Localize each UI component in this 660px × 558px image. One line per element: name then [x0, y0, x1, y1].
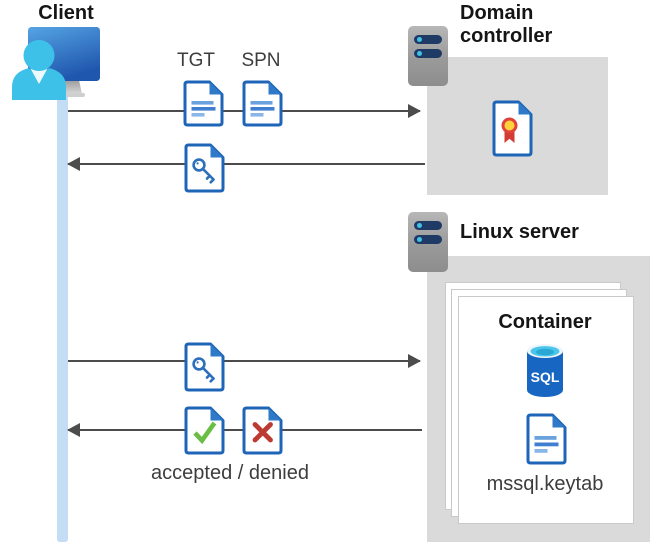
arrowhead-right-icon [408, 104, 421, 118]
container-label: Container [498, 311, 592, 333]
linux-server-icon [408, 212, 448, 272]
server-led-icon [417, 223, 422, 228]
check-document-icon [184, 406, 225, 455]
server-led-icon [417, 237, 422, 242]
tgt-ticket-document-icon [183, 80, 224, 127]
tgt-label: TGT [177, 50, 215, 71]
server-bay-icon [414, 235, 442, 244]
server-bay-icon [414, 49, 442, 58]
keytab-label: mssql.keytab [486, 473, 604, 495]
key-document-icon [184, 143, 225, 193]
arrowhead-left-icon [67, 157, 80, 171]
server-bay-icon [414, 35, 442, 44]
container-card-front [458, 296, 634, 524]
key-document-icon [184, 342, 225, 392]
client-lifeline [57, 86, 68, 542]
linux-server-label: Linux server [460, 221, 579, 243]
client-user-monitor-icon [12, 27, 100, 100]
spn-ticket-document-icon [242, 80, 283, 127]
arrow-dc-to-client [67, 157, 425, 171]
cross-document-icon [242, 406, 283, 455]
arrowhead-left-icon [67, 423, 80, 437]
domain-controller-label: Domain controller [460, 2, 553, 47]
keytab-document-icon [526, 413, 567, 465]
server-led-icon [417, 37, 422, 42]
sql-database-icon: SQL [527, 344, 563, 397]
sql-icon-label: SQL [531, 369, 560, 385]
accepted-denied-label: accepted / denied [151, 462, 309, 484]
spn-label: SPN [241, 50, 281, 71]
arrow-client-to-linux [68, 354, 421, 368]
client-label: Client [38, 2, 94, 24]
server-bay-icon [414, 221, 442, 230]
arrowhead-right-icon [408, 354, 421, 368]
server-led-icon [417, 51, 422, 56]
domain-controller-server-icon [408, 26, 448, 86]
certificate-document-icon [492, 100, 533, 157]
